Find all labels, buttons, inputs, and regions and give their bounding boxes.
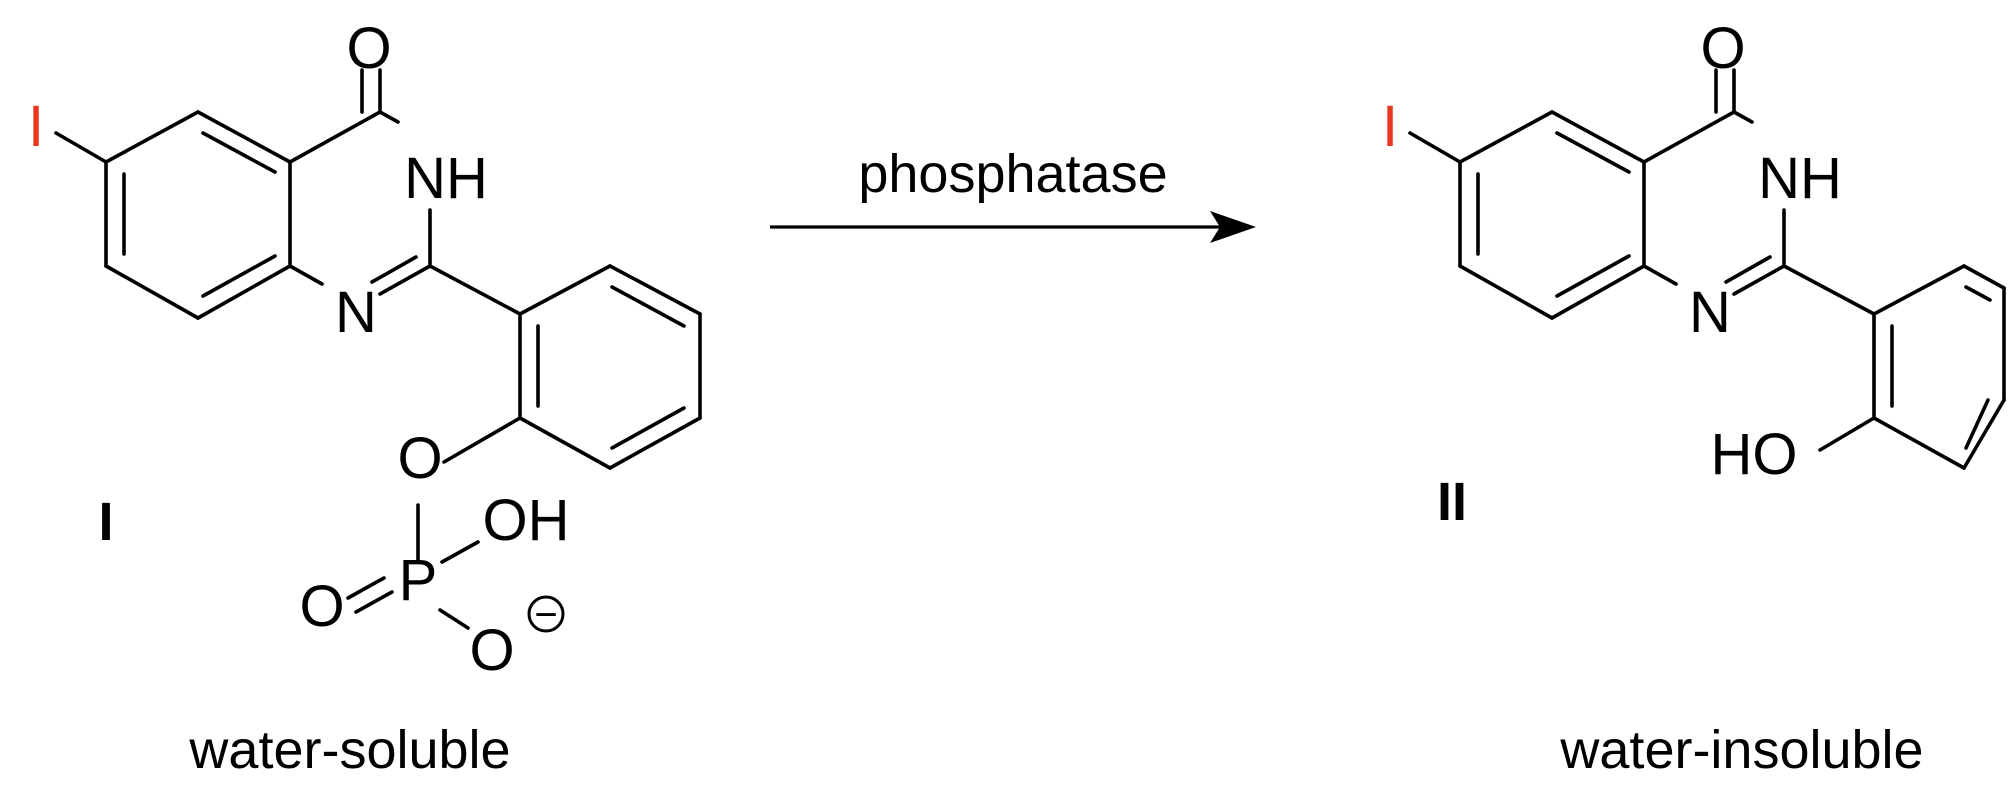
reagent-label: phosphatase	[858, 144, 1167, 204]
product-hydroxyl: HO	[1711, 422, 1798, 487]
reactant-structure: O NH N I O P OH O O −	[28, 16, 702, 683]
product-ring-nitrogen: N	[1689, 280, 1731, 345]
product-caption: water-insoluble	[1559, 720, 1923, 780]
product-compound-label: II	[1437, 472, 1467, 532]
reactant-caption: water-soluble	[188, 720, 510, 780]
reactant-phosphate-hydroxyl: OH	[483, 488, 570, 553]
negative-charge-sign: −	[534, 593, 557, 637]
reaction-arrow	[770, 211, 1256, 243]
reactant-ether-oxygen: O	[397, 426, 442, 491]
reactant-compound-label: I	[98, 492, 113, 552]
reactant-amide-nh: NH	[404, 146, 488, 211]
arrow-head-icon	[1210, 211, 1256, 243]
reactant-phosphorus: P	[399, 548, 438, 613]
reactant-carbonyl-oxygen: O	[346, 16, 391, 81]
product-iodine: I	[1382, 94, 1398, 159]
reactant-iodine: I	[28, 94, 44, 159]
reactant-ring-nitrogen: N	[335, 280, 377, 345]
product-structure: O NH N I HO	[1382, 16, 2006, 487]
reactant-phosphate-anion-oxygen: O	[469, 618, 514, 683]
product-amide-nh: NH	[1758, 146, 1842, 211]
negative-charge-icon	[527, 595, 565, 633]
reactant-phosphate-oxo: O	[299, 574, 344, 639]
product-carbonyl-oxygen: O	[1700, 16, 1745, 81]
